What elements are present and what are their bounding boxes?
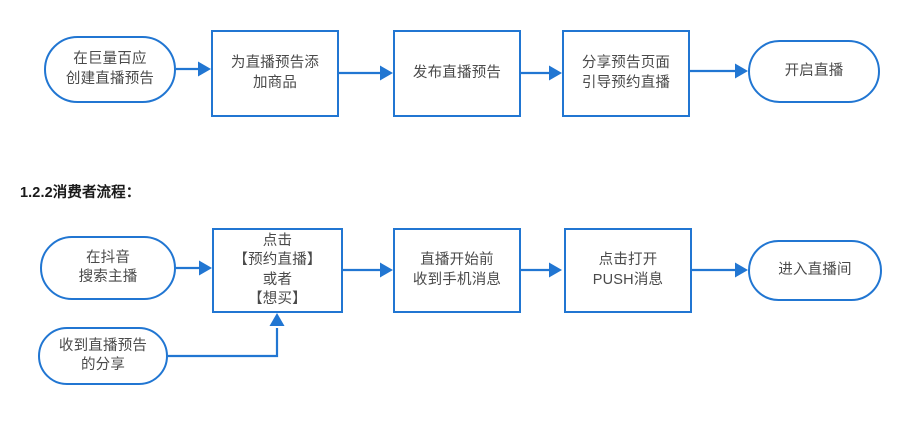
connector-c3-c4 xyxy=(521,262,562,278)
node-m1[interactable]: 在巨量百应 创建直播预告 xyxy=(44,36,176,103)
node-c3[interactable]: 直播开始前 收到手机消息 xyxy=(393,228,521,313)
node-c4[interactable]: 点击打开 PUSH消息 xyxy=(564,228,692,313)
connector-m4-m5 xyxy=(690,63,748,79)
section-heading: 1.2.2消费者流程： xyxy=(20,185,141,201)
node-m3[interactable]: 发布直播预告 xyxy=(393,30,521,117)
connector-m3-m4 xyxy=(521,65,562,81)
node-c1[interactable]: 在抖音 搜索主播 xyxy=(40,236,176,300)
node-m2[interactable]: 为直播预告添 加商品 xyxy=(211,30,339,117)
connector-c2-c3 xyxy=(343,262,393,278)
node-c6[interactable]: 收到直播预告 的分享 xyxy=(38,327,168,385)
connector-m2-m3 xyxy=(339,65,393,81)
connector-c6-c2 xyxy=(168,313,285,358)
node-m4[interactable]: 分享预告页面 引导预约直播 xyxy=(562,30,690,117)
node-c2[interactable]: 点击 【预约直播】 或者 【想买】 xyxy=(212,228,343,313)
connector-c4-c5 xyxy=(692,262,748,278)
node-c5[interactable]: 进入直播间 xyxy=(748,240,882,301)
connector-m1-m2 xyxy=(176,61,211,77)
node-m5[interactable]: 开启直播 xyxy=(748,40,880,103)
connector-c1-c2 xyxy=(176,260,212,276)
